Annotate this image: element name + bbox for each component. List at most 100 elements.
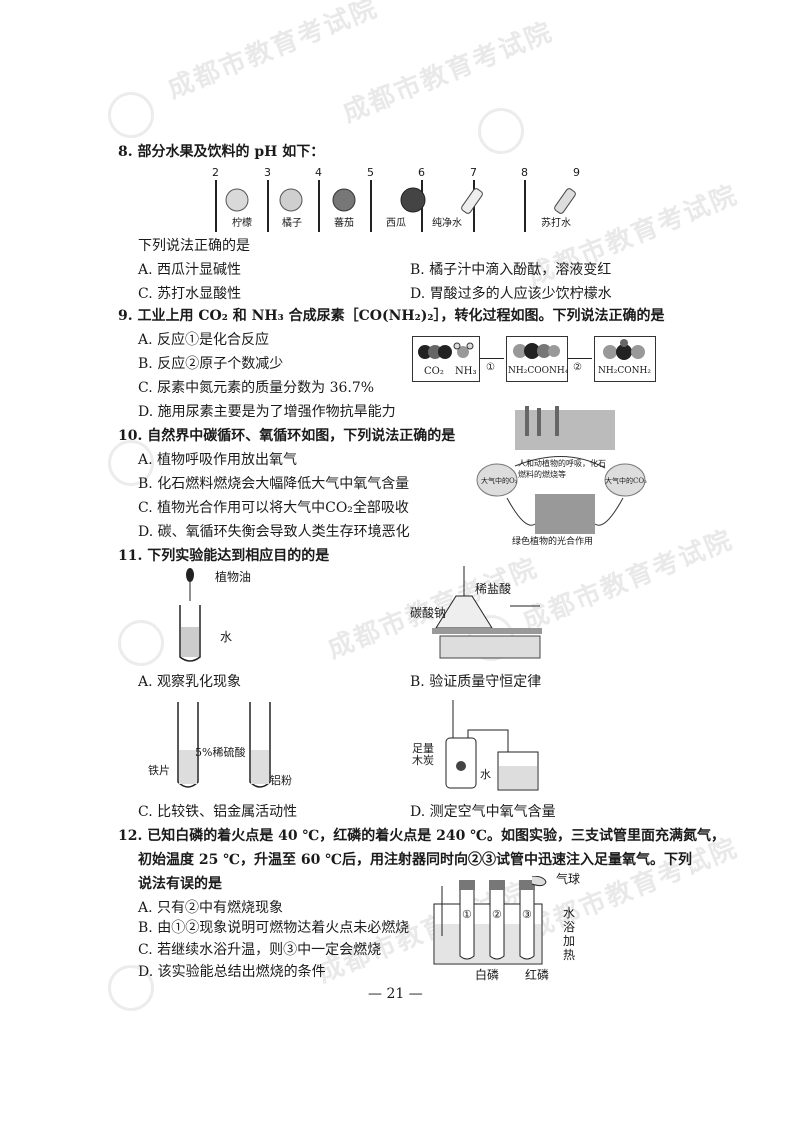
- q12-stem-line2: 初始温度 25 ℃，升温至 60 ℃后，用注射器同时向②③试管中迅速注入足量氧气…: [138, 852, 693, 868]
- q12-option-a: A. 只有②中有燃烧现象: [138, 900, 284, 916]
- q10-option-c: C. 植物光合作用可以将大气中CO₂全部吸收: [138, 500, 409, 516]
- soda-bottle-icon: [554, 188, 576, 214]
- watermelon-icon: [400, 187, 426, 213]
- q10-option-a: A. 植物呼吸作用放出氧气: [138, 452, 298, 468]
- q11-stem: 11. 下列实验能达到相应目的的是: [118, 548, 330, 564]
- ph-tick-label: 2: [212, 166, 219, 179]
- q11-option-c: C. 比较铁、铝金属活动性: [138, 804, 298, 820]
- arrow-step2-icon: [568, 358, 592, 359]
- page-number: — 21 —: [368, 986, 423, 1002]
- watermark-seal-icon: [118, 620, 164, 666]
- ph-tick: [370, 180, 372, 232]
- ph-tick-label: 3: [264, 166, 271, 179]
- ph-tick-label: 5: [367, 166, 374, 179]
- oil-label: 植物油: [215, 570, 252, 584]
- q11-option-a: A. 观察乳化现象: [138, 674, 242, 690]
- urea-molecule-icon: [603, 339, 645, 360]
- ph-item-label: 苏打水: [541, 218, 571, 229]
- co2-label: CO₂: [424, 366, 444, 377]
- q8-option-b: B. 橘子汁中滴入酚酞，溶液变红: [410, 262, 612, 278]
- tube2-label: ②: [492, 908, 502, 921]
- q12-option-d: D. 该实验能总结出燃烧的条件: [138, 964, 326, 980]
- ph-tick: [318, 180, 320, 232]
- oxygen-measurement-apparatus-icon: [445, 700, 539, 791]
- q10-option-d: D. 碳、氧循环失衡会导致人类生存环境恶化: [138, 524, 410, 540]
- carbon-label-2: 木炭: [412, 754, 434, 767]
- cycle-diagram-icon: [476, 406, 646, 534]
- step1-label: ①: [486, 362, 495, 373]
- aluminum-label: 铝粉: [270, 774, 292, 787]
- cycle-center-label: 人和动植物的呼吸，化石燃料的燃烧等: [518, 459, 606, 479]
- q8-option-a: A. 西瓜汁显碱性: [138, 262, 242, 278]
- ph-item-label: 柠檬: [232, 218, 252, 229]
- q9-option-d: D. 施用尿素主要是为了增强作物抗旱能力: [138, 404, 396, 420]
- sodium-carbonate-label: 碳酸钠: [410, 606, 447, 620]
- water-bath-tubes-icon: [433, 876, 547, 965]
- q12-stem-line1: 12. 已知白磷的着火点是 40 ℃，红磷的着火点是 240 ℃。如图实验，三支…: [118, 828, 725, 844]
- orange-icon: [279, 188, 303, 212]
- ph-tick-label: 4: [315, 166, 322, 179]
- test-tube-dropper-icon: [179, 568, 201, 662]
- q11-option-b: B. 验证质量守恒定律: [410, 674, 542, 690]
- intermediate-box: [506, 336, 568, 382]
- sulfuric-acid-label: 5%稀硫酸: [195, 746, 246, 759]
- ph-tick: [267, 180, 269, 232]
- hcl-label: 稀盐酸: [475, 582, 512, 596]
- q12-stem-line3: 说法有误的是: [138, 876, 222, 892]
- ph-tick-label: 9: [573, 166, 580, 179]
- tube3-label: ③: [522, 908, 532, 921]
- bath-label-4: 热: [563, 948, 576, 962]
- arrow-step1-icon: [480, 358, 504, 359]
- ph-tick-label: 6: [418, 166, 425, 179]
- cycle-co2-label: 大气中的CO₂: [605, 477, 647, 485]
- reactant-molecules-icon: [418, 342, 474, 359]
- lemon-icon: [225, 188, 249, 212]
- intermediate-label: NH₂COONH₄: [508, 366, 569, 376]
- water-bottle-icon: [461, 188, 483, 214]
- ph-tick: [524, 180, 526, 232]
- cycle-photosynthesis-label: 绿色植物的光合作用: [512, 537, 594, 547]
- ph-tick-label: 8: [521, 166, 528, 179]
- urea-label: NH₂CONH₂: [598, 366, 651, 376]
- q8-prompt: 下列说法正确的是: [138, 238, 250, 254]
- ph-item-label: 橘子: [282, 218, 302, 229]
- q12-option-b: B. 由①②现象说明可燃物达着火点未必燃烧: [138, 920, 410, 936]
- ph-item-label: 蕃茄: [334, 218, 354, 229]
- watermark-seal-icon: [108, 92, 154, 138]
- two-test-tubes-icon: [177, 702, 271, 788]
- ph-fruit-icons: [225, 187, 576, 214]
- water-label-d: 水: [480, 768, 491, 781]
- q9-option-b: B. 反应②原子个数减少: [138, 356, 284, 372]
- q8-option-c: C. 苏打水显酸性: [138, 286, 242, 302]
- ph-item-label: 纯净水: [432, 218, 462, 229]
- q8-option-d: D. 胃酸过多的人应该少饮柠檬水: [410, 286, 612, 302]
- carbon-label-1: 足量: [412, 742, 434, 755]
- q9-stem: 9. 工业上用 CO₂ 和 NH₃ 合成尿素［CO(NH₂)₂］，转化过程如图。…: [118, 308, 665, 324]
- q12-option-c: C. 若继续水浴升温，则③中一定会燃烧: [138, 942, 382, 958]
- nh3-label: NH₃: [455, 366, 477, 377]
- tomato-icon: [332, 188, 356, 212]
- q9-option-a: A. 反应①是化合反应: [138, 332, 270, 348]
- red-phosphorus-label: 红磷: [525, 968, 550, 982]
- ph-tick-label: 7: [470, 166, 477, 179]
- balance-flask-icon: [432, 566, 542, 659]
- cycle-o2-label: 大气中的O₂: [481, 477, 518, 485]
- q10-option-b: B. 化石燃料燃烧会大幅降低大气中氧气含量: [138, 476, 410, 492]
- balloon-label: 气球: [556, 872, 581, 886]
- ph-tick: [215, 180, 217, 232]
- iron-label: 铁片: [148, 764, 170, 777]
- white-phosphorus-label: 白磷: [475, 968, 500, 982]
- ph-item-label: 西瓜: [386, 218, 406, 229]
- bath-label-1: 水: [563, 906, 576, 920]
- bath-label-2: 浴: [563, 920, 576, 934]
- water-label: 水: [220, 630, 233, 644]
- intermediate-molecule-icon: [513, 343, 560, 359]
- watermark-text: 成都市教育考试院: [338, 16, 558, 129]
- tube1-label: ①: [462, 908, 472, 921]
- watermark-seal-icon: [478, 108, 524, 154]
- step2-label: ②: [573, 362, 582, 373]
- bath-label-3: 加: [563, 934, 576, 948]
- q9-option-c: C. 尿素中氮元素的质量分数为 36.7%: [138, 380, 375, 396]
- watermark-seal-icon: [108, 965, 154, 1011]
- q8-stem: 8. 部分水果及饮料的 pH 如下：: [118, 144, 325, 160]
